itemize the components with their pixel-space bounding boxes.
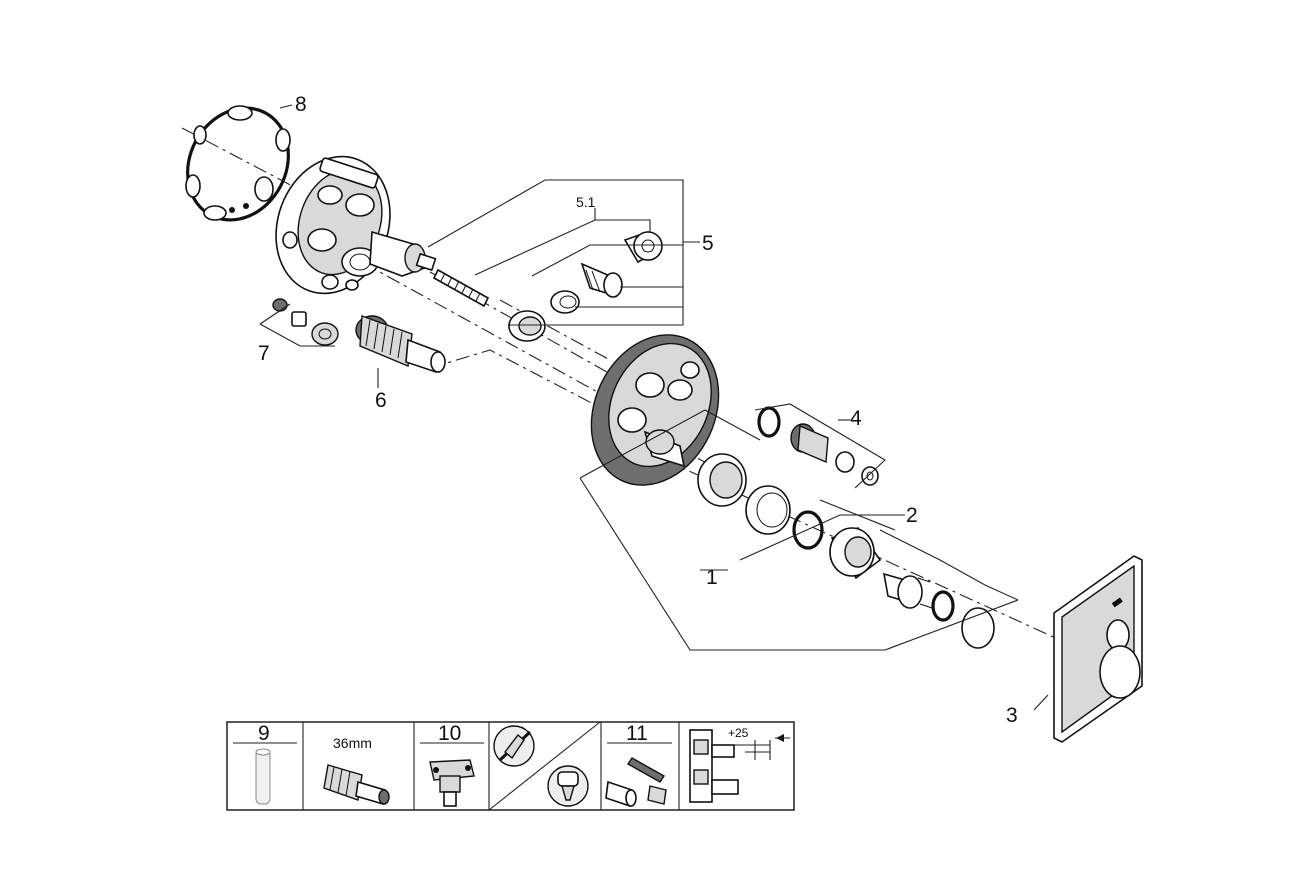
extension-kit	[605, 757, 667, 808]
spring	[432, 268, 490, 308]
plug-tool	[255, 748, 271, 805]
callout-3: 3	[1006, 704, 1018, 727]
wrench-cartridge	[323, 764, 390, 806]
part-1-small-ring	[931, 590, 955, 622]
part-1-cap	[961, 607, 995, 649]
cover-plate	[1033, 555, 1143, 743]
part-5-nut	[550, 290, 580, 314]
callout-2: 2	[906, 504, 918, 527]
table-cell-9: 9	[258, 722, 270, 745]
part-1-nut	[697, 453, 747, 507]
table-cell-dim: +25	[728, 726, 749, 740]
callout-1: 1	[706, 566, 718, 589]
part-1-spindle-ext	[882, 572, 933, 609]
valve-housing	[275, 155, 391, 295]
callout-4: 4	[850, 407, 862, 430]
check-valve-tool	[429, 759, 475, 807]
callout-6: 6	[375, 389, 387, 412]
callout-7: 7	[258, 342, 270, 365]
part-2-adapter	[829, 527, 882, 580]
leader-8	[279, 104, 293, 109]
part-1-o-ring	[792, 510, 824, 550]
installation-drawing	[689, 729, 790, 803]
accessory-table: 9 36mm 10 11 +25	[226, 721, 795, 811]
mounting-plate	[590, 334, 720, 486]
callout-labels: 8 5 5.1 7 6 4 2 1 3	[258, 93, 1018, 727]
no-tool-icon	[493, 725, 535, 767]
part-5-cap	[623, 231, 663, 264]
table-cell-11: 11	[626, 722, 648, 745]
callout-bracket-1-2	[579, 409, 1019, 651]
part-1-sleeve	[745, 485, 791, 535]
callout-5: 5	[702, 232, 714, 255]
part-5-sleeve	[580, 262, 623, 298]
callout-8: 8	[295, 93, 307, 116]
callout-5-1: 5.1	[576, 194, 596, 210]
tool-allowed-icon	[547, 765, 589, 807]
table-cell-10: 10	[438, 722, 461, 745]
diverter-spindle	[369, 230, 437, 277]
thermostatic-cartridge	[355, 315, 446, 374]
part-4-group	[754, 403, 886, 489]
callout-bracket-5	[427, 179, 700, 326]
part-5-ring	[508, 310, 546, 342]
seal-ring-with-tabs	[185, 105, 291, 222]
part-7-screw-set	[259, 298, 339, 347]
table-cell-36mm: 36mm	[333, 735, 372, 751]
